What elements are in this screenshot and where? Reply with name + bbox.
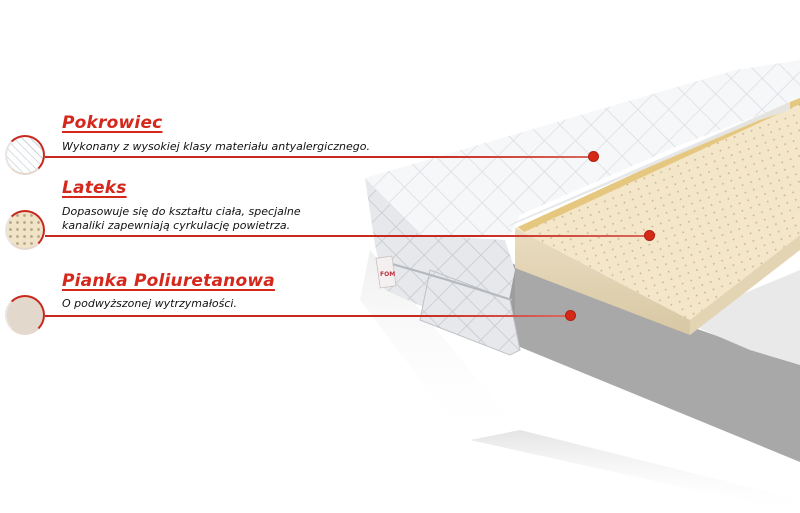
feature-description: O podwyższonej wytrzymałości. <box>62 297 237 310</box>
feature-title: Lateks <box>62 178 127 198</box>
feature-description: Dopasowuje się do kształtu ciała, specja… <box>62 205 301 218</box>
hotspot-dot[interactable] <box>589 152 598 161</box>
leader-line <box>45 156 593 158</box>
leader-line <box>45 235 649 237</box>
hotspot-dot[interactable] <box>566 311 575 320</box>
perforated-latex-swatch-icon <box>5 210 45 250</box>
quilted-fabric-swatch-icon <box>5 135 45 175</box>
feature-description: kanaliki zapewniają cyrkulację powietrza… <box>62 219 291 232</box>
feature-description: Wykonany z wysokiej klasy materiału anty… <box>62 140 370 153</box>
brand-label: FOM <box>380 271 395 278</box>
foam-swatch-icon <box>5 295 45 335</box>
hotspot-dot[interactable] <box>645 231 654 240</box>
leader-line <box>45 315 570 317</box>
feature-title: Pianka Poliuretanowa <box>62 271 275 291</box>
feature-title: Pokrowiec <box>62 113 163 133</box>
